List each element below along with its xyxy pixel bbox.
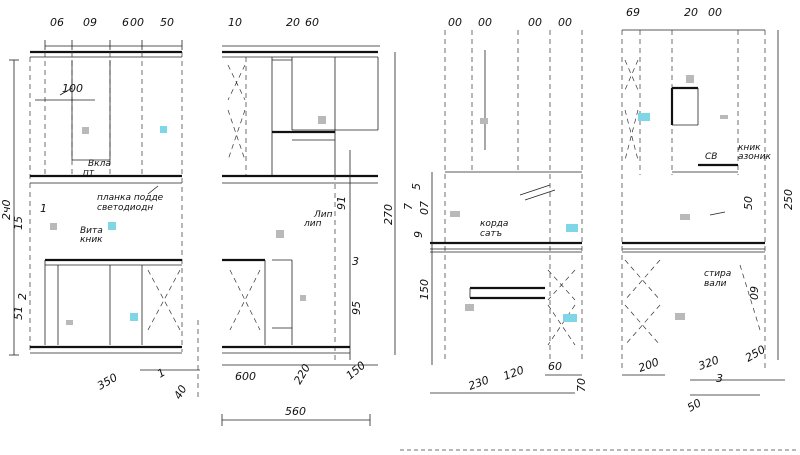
p3-left-a: 5: [410, 183, 423, 190]
grey-marker: [720, 115, 728, 119]
grey-marker: [318, 116, 326, 124]
cyan-marker: [160, 126, 167, 133]
p1-note-3: планка подде: [97, 193, 164, 203]
p4-note-5: вали: [704, 279, 727, 289]
grey-marker: [480, 118, 488, 124]
p1-left-sec: 15: [12, 216, 25, 230]
p3-left-b: 07: [418, 201, 431, 215]
p1-top-a: 06: [50, 16, 64, 29]
p3-top-a: 00: [448, 16, 462, 29]
p4-top-c: 00: [708, 6, 722, 19]
p4-note-4: стира: [704, 269, 731, 279]
p3-left-c: 7: [402, 203, 415, 210]
panel-4: 69 20 00 СВ кник азоник: [621, 6, 795, 415]
p2-right-low: 95: [350, 301, 363, 315]
p1-top-d: 00: [130, 16, 144, 29]
cyan-marker: [566, 224, 578, 232]
p2-bottom-b: 220: [291, 362, 313, 387]
p1-note-1: Вкла: [88, 159, 111, 169]
p3-bottom-c: 60: [548, 360, 562, 373]
cyan-marker: [638, 113, 650, 121]
p2-top-b: 20: [286, 16, 300, 29]
p4-right-a: 50: [742, 196, 755, 210]
grey-marker: [276, 230, 284, 238]
p4-bottom-c: 250: [743, 343, 768, 365]
p1-top-c: 6: [122, 16, 129, 29]
p1-note-4: светодиодн: [97, 203, 153, 213]
p4-note-1: СВ: [705, 152, 717, 162]
panel-3: 00 00 00 00 корда сатъ 5 07 7 9 150: [402, 16, 588, 394]
p4-bottom-e: 50: [685, 396, 704, 414]
p4-bottom-d: 3: [716, 372, 723, 385]
p3-top-d: 00: [558, 16, 572, 29]
grey-marker: [82, 127, 89, 134]
p2-bottom-a: 600: [235, 370, 256, 383]
p1-note-2: пт: [83, 168, 95, 178]
p2-right-x: 3: [352, 255, 359, 268]
grey-marker: [686, 75, 694, 83]
p4-bottom-b: 320: [697, 353, 721, 372]
p2-bottom-c: 150: [344, 359, 368, 382]
p2-top-a: 10: [228, 16, 242, 29]
p3-left-e: 150: [418, 279, 431, 300]
p1-note-6: кник: [80, 235, 103, 245]
p4-bottom-a: 200: [637, 355, 661, 374]
p4-right-b: 09: [748, 286, 761, 300]
p1-inner: 100: [62, 82, 83, 95]
p4-note-2: кник: [738, 143, 761, 153]
grey-marker: [680, 214, 690, 220]
panel-1: 06 09 6 00 50 100 Вкла пт планка подде: [0, 16, 200, 402]
p1-bottom-c: 40: [171, 383, 189, 402]
p1-left-mid: 1: [40, 202, 47, 215]
grey-marker: [450, 211, 460, 217]
p4-right-total: 250: [782, 189, 795, 210]
grey-marker: [50, 223, 57, 230]
p1-note-5: Вита: [80, 226, 103, 236]
p2-right-total: 270: [382, 204, 395, 225]
p2-bottom-total: 560: [285, 405, 306, 418]
p3-note-1: корда: [480, 219, 508, 229]
panel-2: 10 20 60 Лип лип: [221, 16, 396, 426]
p1-left-low-b: 51: [12, 306, 25, 320]
grey-marker: [675, 313, 685, 320]
cyan-marker: [130, 313, 138, 321]
p4-note-3: азоник: [738, 152, 772, 162]
p1-bottom-a: 350: [95, 371, 120, 393]
p3-bottom-a: 230: [467, 373, 491, 392]
grey-marker: [300, 295, 306, 301]
p3-left-d: 9: [412, 231, 425, 238]
p1-top-e: 50: [160, 16, 174, 29]
p2-note-2: лип: [303, 219, 322, 229]
p2-right-mid: 91: [335, 196, 348, 210]
p3-right-a: 70: [575, 378, 588, 392]
p3-bottom-b: 120: [502, 363, 526, 382]
p1-top-b: 09: [83, 16, 97, 29]
p1-left-total: 2ч0: [0, 200, 13, 221]
p3-top-b: 00: [478, 16, 492, 29]
cyan-marker: [563, 314, 577, 322]
p1-left-low-a: 2: [16, 293, 29, 300]
grey-marker: [465, 304, 474, 311]
p3-top-c: 00: [528, 16, 542, 29]
p4-top-a: 69: [626, 6, 640, 19]
grey-marker: [66, 320, 73, 325]
cyan-marker: [108, 222, 116, 230]
p3-note-2: сатъ: [480, 229, 502, 239]
p2-top-c: 60: [305, 16, 319, 29]
p4-top-b: 20: [684, 6, 698, 19]
p1-bottom-b: 1: [155, 366, 168, 381]
p2-note-1: Лип: [313, 210, 333, 220]
